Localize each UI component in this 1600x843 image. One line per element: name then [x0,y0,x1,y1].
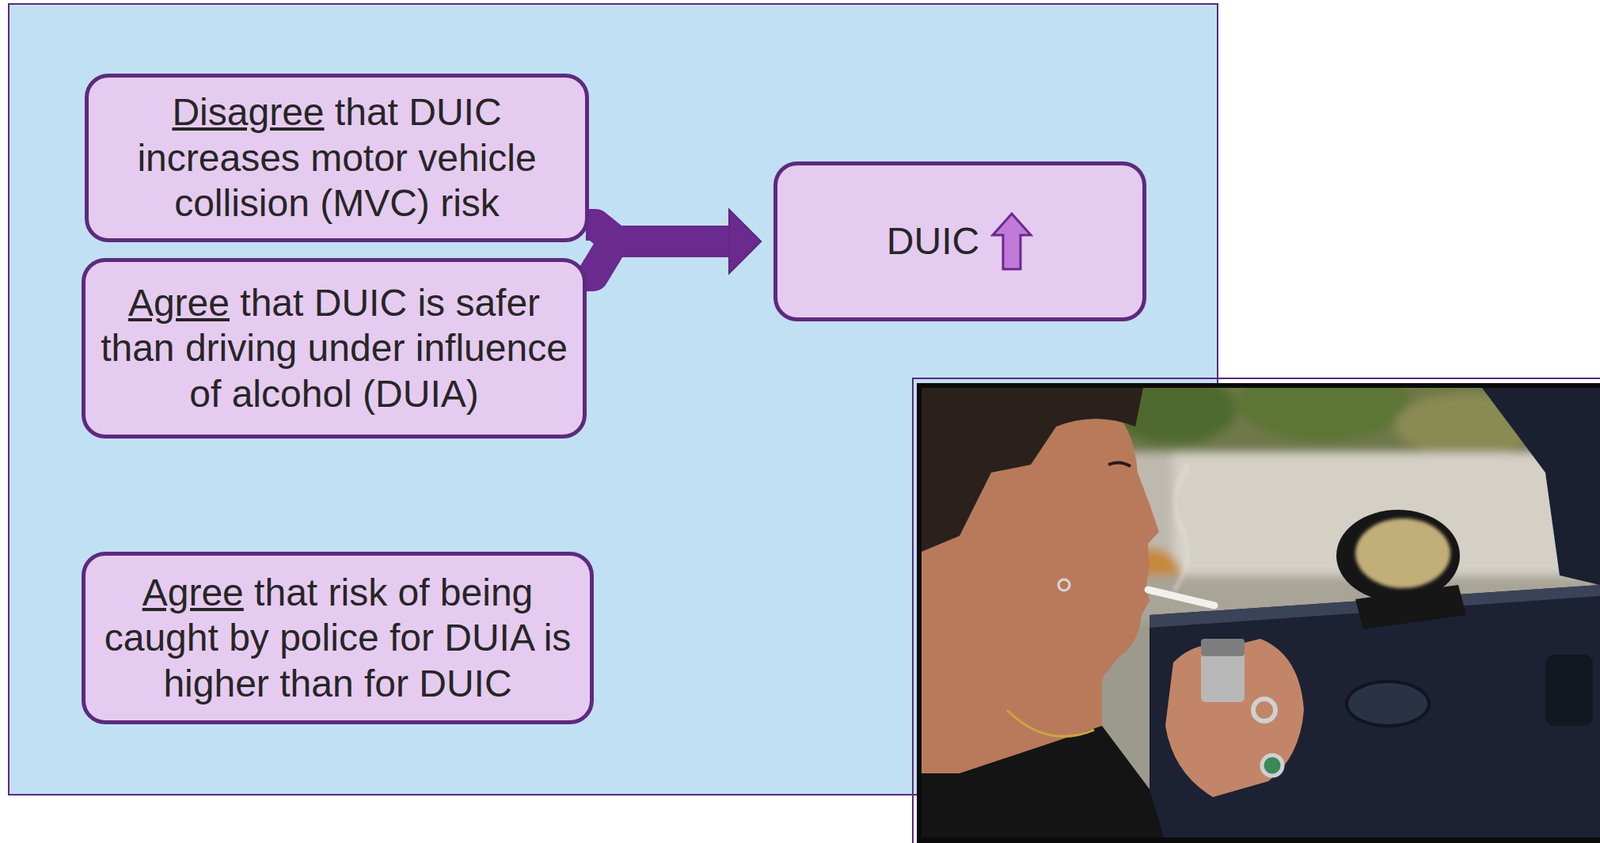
statement-text: Disagree that DUIC increases motor vehic… [98,89,576,227]
statement-box: Agree that DUIC is safer than driving un… [81,258,587,439]
emphasis-word: Disagree [171,91,324,134]
arrow-head [729,209,761,274]
statement-box: Disagree that DUIC increases motor vehic… [84,73,590,243]
statement-text: Agree that risk of being caught by polic… [95,570,581,707]
door-handle [1346,681,1429,726]
outcome-box: DUIC [773,161,1147,322]
ring [1253,699,1276,722]
earring [1058,579,1070,591]
block-arrow [583,209,761,276]
ring [1261,755,1283,776]
statement-box: Agree that risk of being caught by polic… [81,551,594,725]
emphasis-word: Agree [128,281,230,324]
cigarette [1147,589,1215,606]
smoke [1173,464,1190,592]
up-arrow-shape [992,213,1031,270]
lighter-top [1200,638,1245,657]
photo-illustration [912,377,1600,843]
eye [1108,462,1131,467]
arrow-head [729,209,761,274]
air-vent [1545,654,1593,726]
mirror-glass [1355,518,1451,589]
lighter [1200,638,1245,703]
necklace [1007,710,1095,737]
photo-scene [921,387,1600,838]
outcome-text: DUIC [886,218,980,265]
window-frame [1482,387,1600,586]
hair [921,387,1144,552]
car-door [1149,585,1600,838]
statement-text: Agree that DUIC is safer than driving un… [95,280,574,418]
street-background [921,387,1600,838]
mirror-mount [1355,585,1467,630]
emphasis-word: Agree [142,571,244,614]
hand [1165,638,1304,798]
photo-outline [912,378,1600,843]
up-arrow-icon [990,211,1034,272]
arrow-shaft [583,241,730,276]
